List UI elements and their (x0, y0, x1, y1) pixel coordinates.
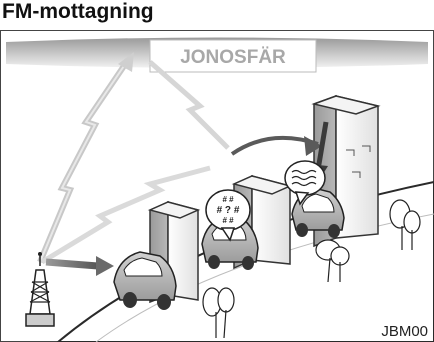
signal-arrow-to-car (46, 262, 98, 266)
page-title: FM-mottagning (2, 0, 154, 24)
noise-symbols-row3: # # (222, 216, 234, 225)
noise-symbols-row1: # # (222, 195, 234, 204)
noise-symbols-row2: # ? # (217, 205, 240, 216)
figure-code: JBM00 (381, 323, 428, 340)
ionosphere-label: JONOSFÄR (180, 47, 286, 68)
fm-reception-illustration: JONOSFÄR (0, 30, 434, 342)
